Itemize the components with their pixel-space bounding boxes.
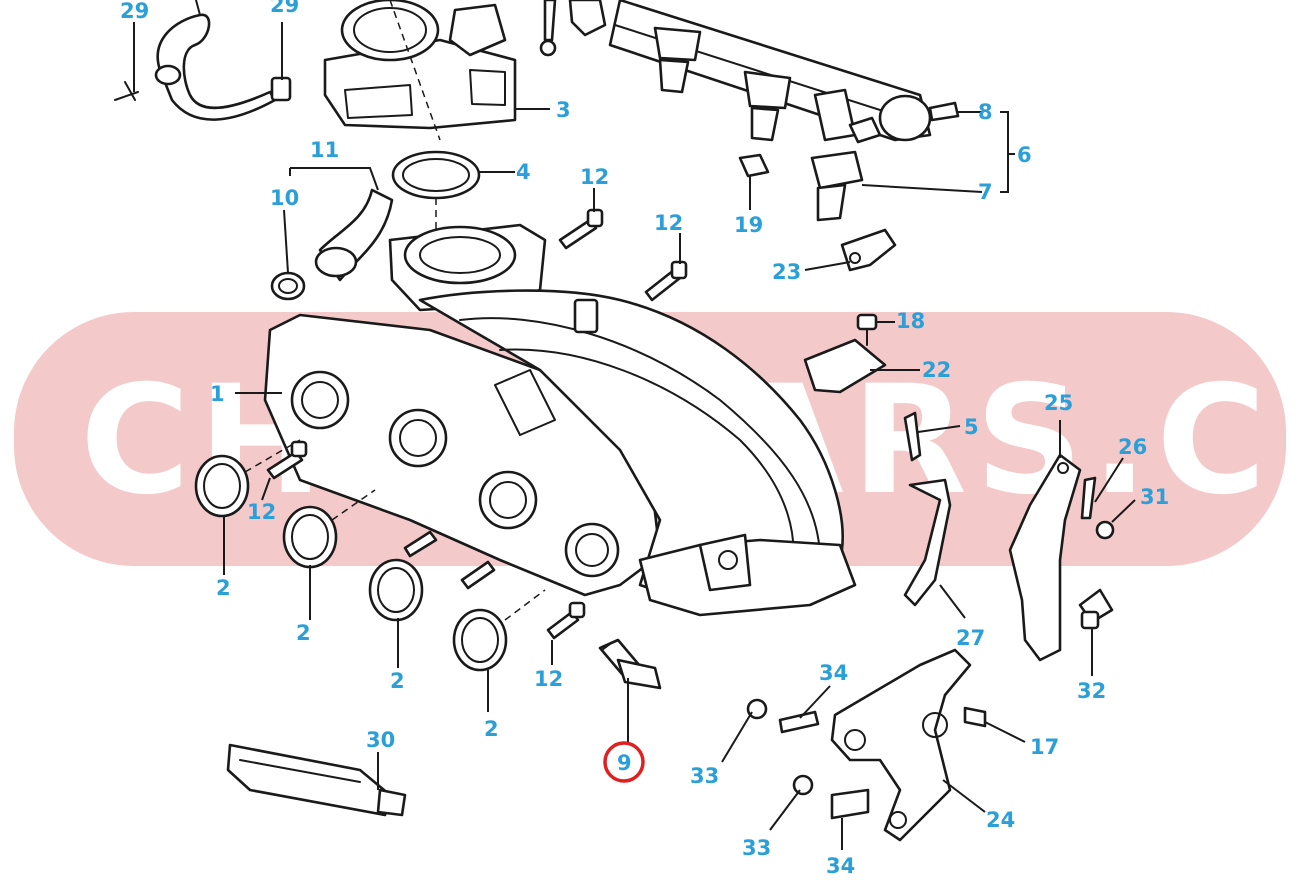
leader-lines — [133, 22, 1136, 850]
actuator-30 — [226, 743, 407, 817]
callout-11: 11 — [310, 138, 339, 162]
coolant-hose — [114, 0, 292, 121]
callout-8: 8 — [978, 100, 993, 124]
fuel-rail-assembly — [539, 0, 960, 222]
callout-25: 25 — [1044, 391, 1073, 415]
callout-30: 30 — [366, 728, 395, 752]
callout-33: 33 — [690, 764, 719, 788]
callout-19: 19 — [734, 213, 763, 237]
callout-23: 23 — [772, 260, 801, 284]
callout-4: 4 — [516, 160, 531, 184]
callout-29: 29 — [270, 0, 299, 17]
callout-17: 17 — [1030, 735, 1059, 759]
callout-33: 33 — [742, 836, 771, 860]
callout-5: 5 — [964, 415, 979, 439]
callout-12: 12 — [580, 165, 609, 189]
callout-6: 6 — [1017, 143, 1032, 167]
callout-31: 31 — [1140, 485, 1169, 509]
callout-2: 2 — [296, 621, 311, 645]
callout-32: 32 — [1077, 679, 1106, 703]
callout-24: 24 — [986, 808, 1015, 832]
callout-26: 26 — [1118, 435, 1147, 459]
callout-3: 3 — [556, 98, 571, 122]
callout-34: 34 — [819, 661, 848, 685]
callout-7: 7 — [978, 180, 993, 204]
callout-12: 12 — [654, 211, 683, 235]
gaskets-and-hose — [270, 0, 481, 301]
port-gaskets — [194, 439, 546, 672]
intake-manifold — [263, 223, 857, 617]
callout-34: 34 — [826, 854, 855, 878]
callout-10: 10 — [270, 186, 299, 210]
callout-22: 22 — [922, 358, 951, 382]
right-hardware — [746, 228, 1115, 842]
callout-1: 1 — [210, 382, 225, 406]
callout-9: 9 — [617, 751, 632, 775]
callout-12: 12 — [247, 500, 276, 524]
highlight-circle — [603, 741, 645, 783]
callout-27: 27 — [956, 626, 985, 650]
callout-18: 18 — [896, 309, 925, 333]
throttle-body — [323, 0, 517, 130]
temperature-sensor — [598, 638, 662, 690]
callout-labels: 29 29 3 8 6 7 11 4 12 10 12 19 23 18 22 … — [120, 0, 1169, 878]
callout-12: 12 — [534, 667, 563, 691]
bolts-lower — [266, 440, 586, 640]
bolts-upper — [558, 208, 688, 302]
callout-2: 2 — [484, 717, 499, 741]
callout-29: 29 — [120, 0, 149, 23]
callout-2: 2 — [216, 576, 231, 600]
callout-2: 2 — [390, 669, 405, 693]
